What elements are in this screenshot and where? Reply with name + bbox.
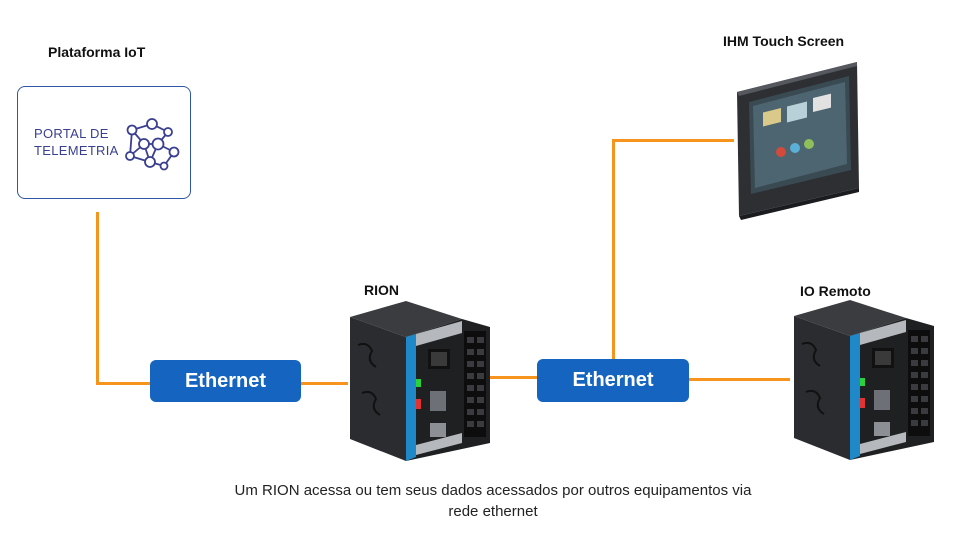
caption-line1: Um RION acessa ou tem seus dados acessad…: [234, 482, 752, 499]
rion-device-image: [350, 301, 490, 461]
link-eth-to-io: [688, 378, 790, 381]
link-eth-to-rion: [300, 382, 348, 385]
hmi-touchscreen-image: [737, 62, 859, 220]
remote-io-device-image: [794, 300, 934, 460]
portal-logo-line2: TELEMETRIA: [34, 143, 119, 158]
link-hmi-horizontal: [612, 139, 734, 142]
link-rion-to-eth: [490, 376, 540, 379]
link-hmi-vertical: [612, 139, 615, 361]
caption-line2: rede ethernet: [448, 503, 538, 520]
portal-telemetria-card: PORTAL DE TELEMETRIA: [17, 86, 191, 199]
ethernet-badge-left: Ethernet: [150, 360, 301, 402]
link-portal-horizontal: [96, 382, 152, 385]
link-portal-vertical: [96, 212, 99, 385]
remote-io-title: IO Remoto: [800, 283, 871, 299]
hmi-title: IHM Touch Screen: [723, 33, 845, 49]
iot-platform-title: Plataforma IoT: [48, 44, 146, 60]
network-nodes-icon: [125, 118, 180, 171]
rion-title: RION: [364, 282, 399, 298]
portal-logo-line1: PORTAL DE: [34, 126, 109, 141]
portal-logo-text: PORTAL DE TELEMETRIA: [34, 125, 119, 159]
ethernet-badge-right: Ethernet: [537, 359, 689, 402]
diagram-caption: Um RION acessa ou tem seus dados acessad…: [150, 480, 836, 522]
